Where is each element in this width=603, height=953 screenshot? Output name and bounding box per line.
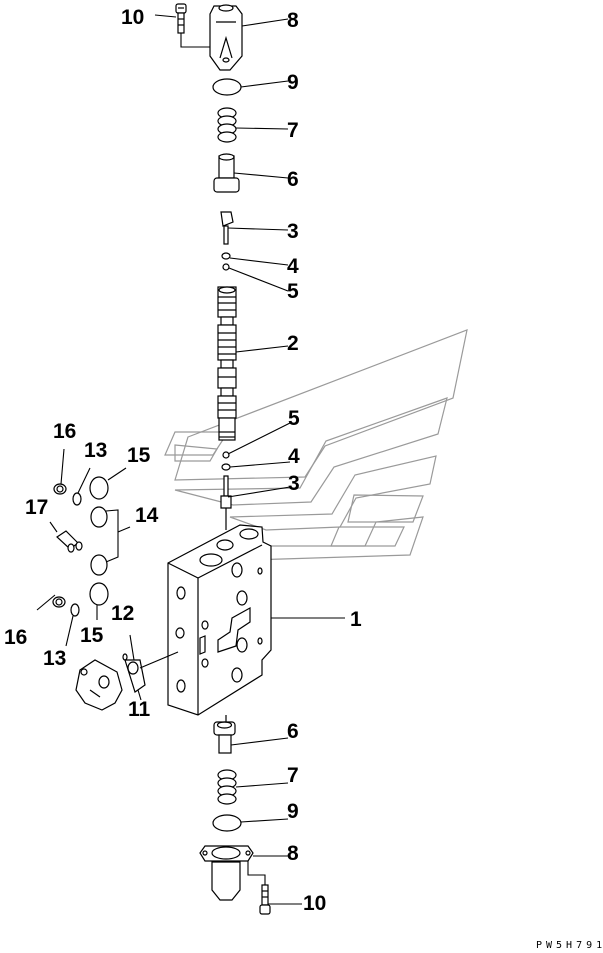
retainer-6-bottom[interactable] <box>213 721 236 754</box>
cap-8-bottom[interactable] <box>199 845 266 901</box>
callout-9-bottom: 9 <box>287 800 299 823</box>
callout-8-bottom: 8 <box>287 842 299 865</box>
callout-13-lower: 13 <box>43 647 66 670</box>
callout-14: 14 <box>135 504 159 527</box>
spring-7-top[interactable] <box>217 107 237 143</box>
callout-2: 2 <box>287 332 299 355</box>
o-ring-13-upper[interactable] <box>72 492 82 506</box>
callout-4-mid: 4 <box>288 445 300 468</box>
callout-7-top: 7 <box>287 119 299 142</box>
callout-10-bottom: 10 <box>303 892 326 915</box>
callout-15-upper: 15 <box>127 444 151 467</box>
callout-11: 11 <box>128 698 151 721</box>
callout-9-top: 9 <box>287 71 299 94</box>
o-ring-13-lower[interactable] <box>70 603 80 617</box>
backup-ring-5-top[interactable] <box>222 263 230 271</box>
drawing-code: PW5H791 <box>536 940 603 951</box>
bolt-10-bottom[interactable] <box>259 884 271 915</box>
callout-10-top: 10 <box>121 6 144 29</box>
o-ring-9-top[interactable] <box>212 78 242 96</box>
spring-7-bottom[interactable] <box>217 769 237 805</box>
callout-13-upper: 13 <box>84 439 107 462</box>
callout-7-bottom: 7 <box>287 764 299 787</box>
backup-ring-5-mid[interactable] <box>222 451 230 459</box>
retainer-6-top[interactable] <box>213 153 240 193</box>
callout-16-lower: 16 <box>4 626 27 649</box>
callout-17: 17 <box>25 496 48 519</box>
callout-3-mid: 3 <box>288 472 300 495</box>
o-ring-4-mid[interactable] <box>221 463 231 471</box>
callout-16-upper: 16 <box>53 420 76 443</box>
callout-12: 12 <box>111 602 134 625</box>
callout-8-top: 8 <box>287 9 299 32</box>
callout-6-top: 6 <box>287 168 299 191</box>
plug-17[interactable] <box>56 530 83 553</box>
o-ring-9-bottom[interactable] <box>212 814 242 832</box>
leader-lines <box>36 14 345 905</box>
cap-8-top[interactable] <box>209 4 243 71</box>
plug-16-lower[interactable] <box>52 596 66 608</box>
o-ring-15-lower[interactable] <box>89 582 109 606</box>
watermark-logo <box>164 329 468 561</box>
callout-6-bottom: 6 <box>287 720 299 743</box>
callout-3-top: 3 <box>287 220 299 243</box>
o-ring-4-top[interactable] <box>221 252 231 260</box>
valve-body-1[interactable] <box>167 524 272 722</box>
o-ring-14-lower[interactable] <box>90 554 108 576</box>
callout-1: 1 <box>350 608 362 631</box>
valve-assembly-11[interactable] <box>75 659 123 711</box>
plug-3-top[interactable] <box>220 211 234 245</box>
callout-5-mid: 5 <box>288 407 300 430</box>
callout-15-lower: 15 <box>80 624 104 647</box>
callout-4-top: 4 <box>287 255 299 278</box>
o-ring-15-upper[interactable] <box>89 476 109 500</box>
plug-3-mid[interactable] <box>220 475 232 530</box>
plug-16-upper[interactable] <box>53 483 67 495</box>
o-ring-14-upper[interactable] <box>90 506 108 528</box>
callout-5-top: 5 <box>287 280 299 303</box>
spool-2[interactable] <box>217 286 237 441</box>
